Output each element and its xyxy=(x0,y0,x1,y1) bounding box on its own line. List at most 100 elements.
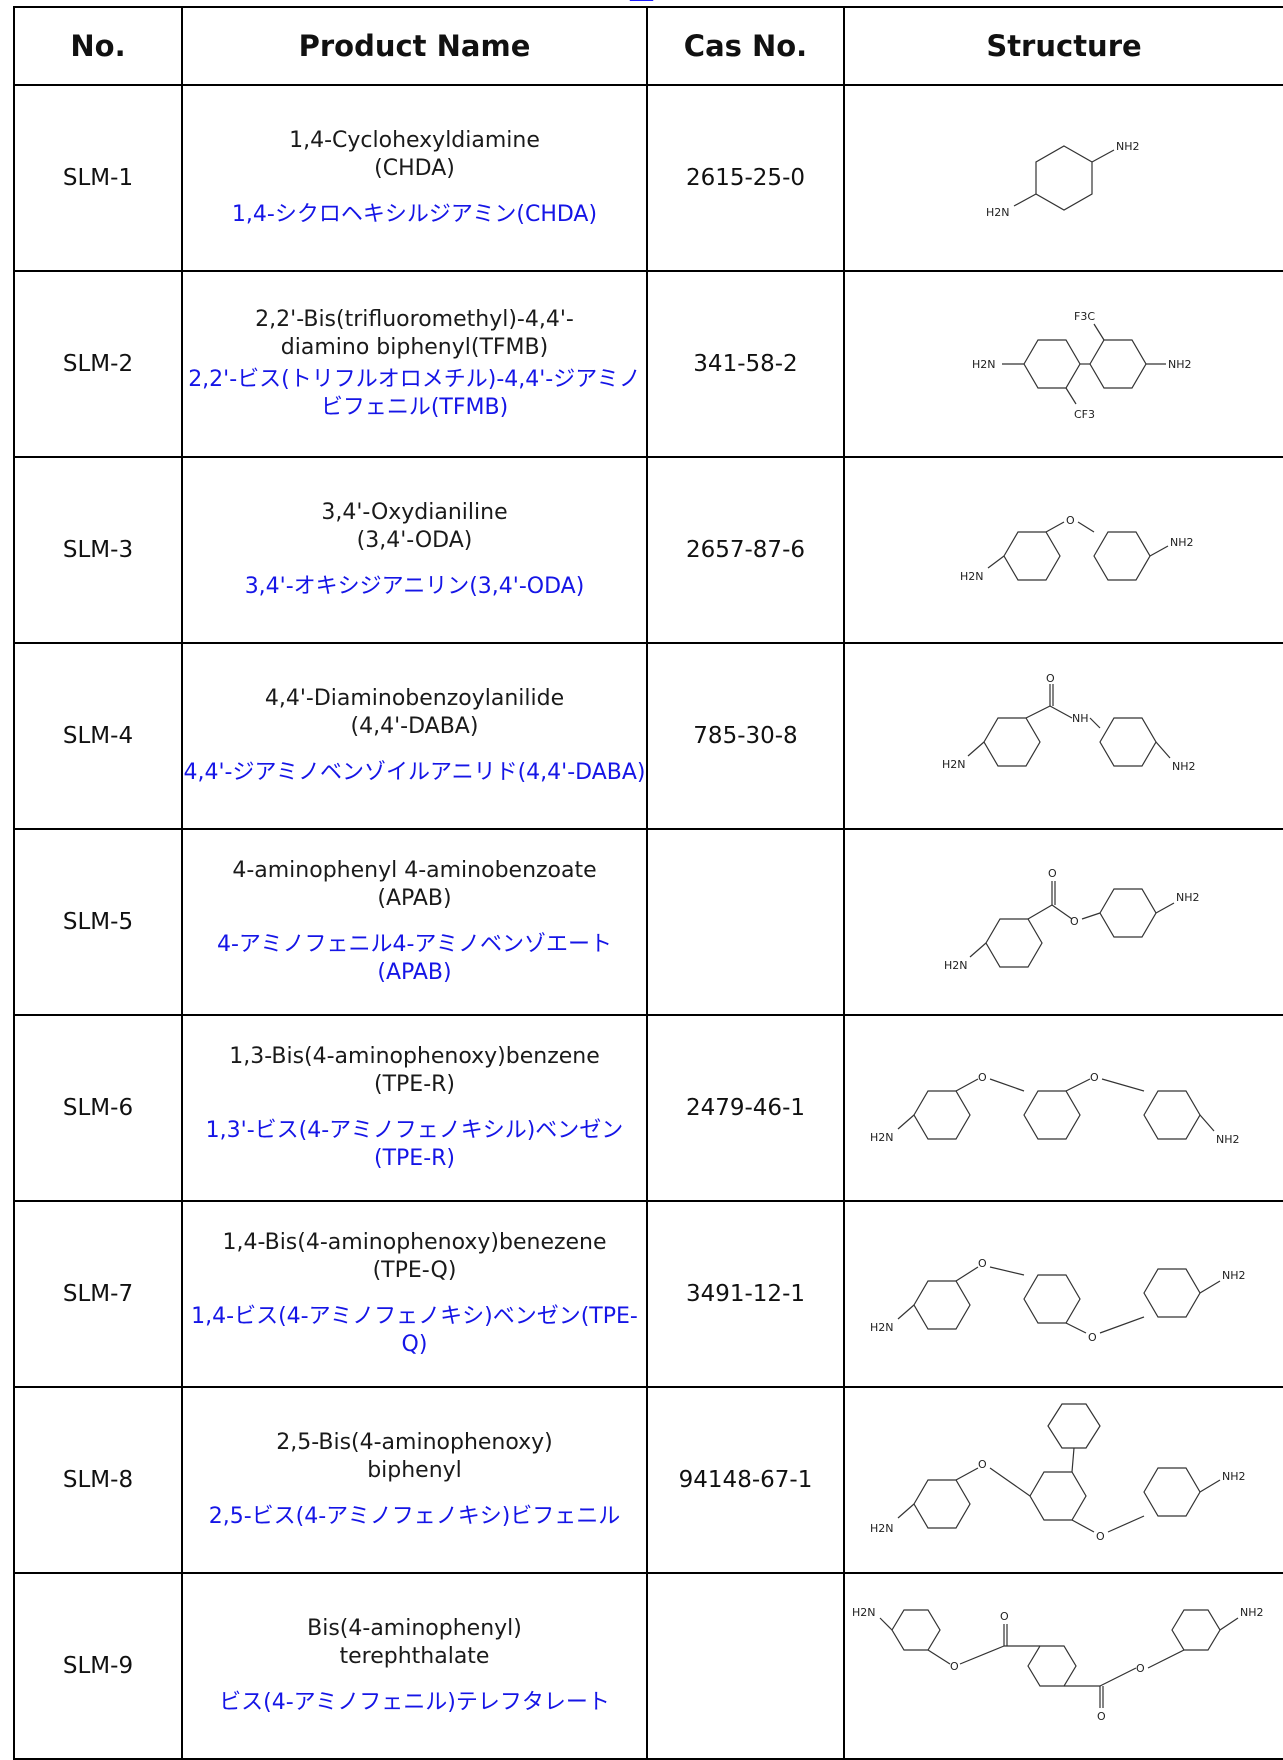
product-name-jp: 4-アミノフェニル4-アミノベンゾエート(APAB) xyxy=(217,932,612,985)
row-number: SLM-3 xyxy=(13,456,183,644)
structure-diagram: O NH2 H2N xyxy=(960,514,1194,583)
table-row: SLM-3 3,4'-Oxydianiline (3,4'-ODA) 3,4'-… xyxy=(13,456,1283,644)
product-abbrev: (TPE-R) xyxy=(374,1072,455,1097)
product-name-en: 4-aminophenyl 4-aminobenzoate xyxy=(232,858,597,883)
atom-label: H2N xyxy=(960,570,984,583)
atom-label: H2N xyxy=(870,1131,894,1144)
product-abbrev: (4,4'-DABA) xyxy=(350,714,479,739)
row-number: SLM-2 xyxy=(13,270,183,458)
product-name-jp: 1,3'-ビス(4-アミノフェノキシル)ベンゼン(TPE-R) xyxy=(205,1118,624,1171)
atom-label: O xyxy=(978,1257,987,1270)
atom-label: NH2 xyxy=(1216,1133,1240,1146)
atom-label: H2N xyxy=(942,758,966,771)
structure-diagram: O O H2N NH2 xyxy=(870,1403,1246,1543)
atom-label: NH2 xyxy=(1176,891,1200,904)
product-name-cell: 1,4-Bis(4-aminophenoxy)benezene (TPE-Q) … xyxy=(181,1200,648,1388)
structure-cell: H2N O O O O NH2 xyxy=(843,1572,1283,1760)
product-abbrev: diamino biphenyl(TFMB) xyxy=(280,335,549,360)
atom-label: O xyxy=(978,1458,987,1471)
product-name-cell: 2,2'-Bis(trifluoromethyl)-4,4'- diamino … xyxy=(181,270,648,458)
structure-diagram: H2N NH2 F3C CF3 xyxy=(972,310,1192,421)
product-name-en: 4,4'-Diaminobenzoylanilide xyxy=(264,686,565,711)
atom-label: O xyxy=(978,1071,987,1084)
table-row: SLM-4 4,4'-Diaminobenzoylanilide (4,4'-D… xyxy=(13,642,1283,830)
table-row: SLM-6 1,3-Bis(4-aminophenoxy)benzene (TP… xyxy=(13,1014,1283,1202)
product-table: No. Product Name Cas No. Structure SLM-1… xyxy=(13,6,1283,1760)
product-name-cell: 1,3-Bis(4-aminophenoxy)benzene (TPE-R) 1… xyxy=(181,1014,648,1202)
structure-diagram: O NH H2N NH2 xyxy=(942,672,1196,773)
row-number: SLM-7 xyxy=(13,1200,183,1388)
cas-number xyxy=(646,1572,845,1760)
atom-label: O xyxy=(1136,1662,1145,1675)
structure-diagram: O O H2N NH2 xyxy=(870,1071,1240,1146)
product-abbrev: (CHDA) xyxy=(374,156,455,181)
table-row: SLM-2 2,2'-Bis(trifluoromethyl)-4,4'- di… xyxy=(13,270,1283,458)
table-row: SLM-8 2,5-Bis(4-aminophenoxy) biphenyl 2… xyxy=(13,1386,1283,1574)
atom-label: H2N xyxy=(852,1606,876,1619)
product-name-en: 2,2'-Bis(trifluoromethyl)-4,4'- xyxy=(255,307,574,332)
atom-label: O xyxy=(1066,514,1075,527)
row-number: SLM-5 xyxy=(13,828,183,1016)
atom-label: H2N xyxy=(870,1321,894,1334)
row-number: SLM-9 xyxy=(13,1572,183,1760)
structure-cell: O O H2N NH2 xyxy=(843,1014,1283,1202)
product-name-cell: 3,4'-Oxydianiline (3,4'-ODA) 3,4'-オキシジアニ… xyxy=(181,456,648,644)
atom-label: NH xyxy=(1072,712,1089,725)
atom-label: O xyxy=(1048,867,1057,880)
cas-number: 785-30-8 xyxy=(646,642,845,830)
header-cas-no: Cas No. xyxy=(646,6,845,86)
product-name-en: Bis(4-aminophenyl) xyxy=(307,1616,522,1641)
product-name-en: 3,4'-Oxydianiline xyxy=(321,500,508,525)
product-name-jp: ビス(4-アミノフェニル)テレフタレート xyxy=(219,1690,610,1715)
header-structure: Structure xyxy=(843,6,1283,86)
product-abbrev: terephthalate xyxy=(339,1644,490,1669)
structure-cell: O NH2 H2N xyxy=(843,456,1283,644)
structure-cell: NH2 H2N xyxy=(843,84,1283,272)
atom-label: O xyxy=(1090,1071,1099,1084)
row-number: SLM-4 xyxy=(13,642,183,830)
structure-cell: O NH H2N NH2 xyxy=(843,642,1283,830)
cas-number: 94148-67-1 xyxy=(646,1386,845,1574)
structure-cell: H2N NH2 F3C CF3 xyxy=(843,270,1283,458)
cas-number: 2479-46-1 xyxy=(646,1014,845,1202)
atom-label: O xyxy=(1000,1610,1009,1623)
header-no: No. xyxy=(13,6,183,86)
product-name-en: 1,4-Cyclohexyldiamine xyxy=(289,128,540,153)
atom-label: F3C xyxy=(1074,310,1095,323)
product-name-jp: 3,4'-オキシジアニリン(3,4'-ODA) xyxy=(244,574,585,599)
atom-label: O xyxy=(1088,1331,1097,1344)
product-name-jp: 2,2'-ビス(トリフルオロメチル)-4,4'-ジアミノビフェニル(TFMB) xyxy=(188,367,641,420)
atom-label: H2N xyxy=(986,206,1010,219)
atom-label: NH2 xyxy=(1116,140,1140,153)
product-abbrev: (3,4'-ODA) xyxy=(356,528,473,553)
cas-number: 2657-87-6 xyxy=(646,456,845,644)
product-abbrev: biphenyl xyxy=(367,1458,462,1483)
atom-label: CF3 xyxy=(1074,408,1095,421)
product-name-cell: 4-aminophenyl 4-aminobenzoate (APAB) 4-ア… xyxy=(181,828,648,1016)
structure-diagram: O O NH2 H2N xyxy=(944,867,1200,972)
structure-cell: O O H2N NH2 xyxy=(843,1200,1283,1388)
atom-label: NH2 xyxy=(1222,1269,1246,1282)
row-number: SLM-8 xyxy=(13,1386,183,1574)
atom-label: O xyxy=(950,1660,959,1673)
structure-diagram: NH2 H2N xyxy=(986,140,1140,219)
row-number: SLM-1 xyxy=(13,84,183,272)
cas-number: 3491-12-1 xyxy=(646,1200,845,1388)
product-name-cell: 2,5-Bis(4-aminophenoxy) biphenyl 2,5-ビス(… xyxy=(181,1386,648,1574)
table-row: SLM-5 4-aminophenyl 4-aminobenzoate (APA… xyxy=(13,828,1283,1016)
product-name-jp: 4,4'-ジアミノベンゾイルアニリド(4,4'-DABA) xyxy=(183,760,646,785)
table-header-row: No. Product Name Cas No. Structure xyxy=(13,6,1283,86)
cas-number: 341-58-2 xyxy=(646,270,845,458)
product-abbrev: (APAB) xyxy=(377,886,452,911)
product-name-en: 1,4-Bis(4-aminophenoxy)benezene xyxy=(222,1230,607,1255)
product-abbrev: (TPE-Q) xyxy=(372,1258,457,1283)
atom-label: O xyxy=(1097,1710,1106,1723)
atom-label: H2N xyxy=(870,1522,894,1535)
atom-label: NH2 xyxy=(1222,1470,1246,1483)
atom-label: NH2 xyxy=(1170,536,1194,549)
cas-number: 2615-25-0 xyxy=(646,84,845,272)
product-name-jp: 1,4-シクロヘキシルジアミン(CHDA) xyxy=(231,202,598,227)
table-row: SLM-1 1,4-Cyclohexyldiamine (CHDA) 1,4-シ… xyxy=(13,84,1283,272)
row-number: SLM-6 xyxy=(13,1014,183,1202)
product-name-en: 1,3-Bis(4-aminophenoxy)benzene xyxy=(229,1044,600,1069)
